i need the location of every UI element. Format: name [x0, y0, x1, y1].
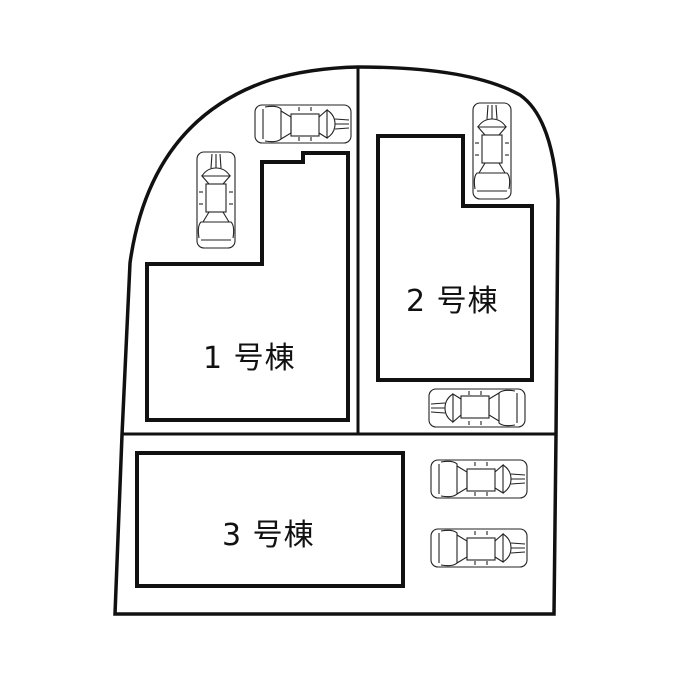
building-2-footprint — [376, 134, 534, 382]
car-icon — [196, 151, 236, 249]
car-icon — [430, 459, 528, 499]
building-1-label: 1 号棟 — [203, 341, 296, 376]
building-1-footprint — [145, 151, 350, 422]
car-icon — [472, 102, 512, 200]
car-icon — [428, 388, 526, 428]
building-3-label: 3 号棟 — [222, 518, 315, 553]
car-icon — [430, 528, 528, 568]
car-icon — [254, 104, 352, 144]
building-3-footprint — [135, 451, 405, 588]
site-boundary — [113, 65, 560, 616]
building-2-label: 2 号棟 — [406, 284, 499, 319]
